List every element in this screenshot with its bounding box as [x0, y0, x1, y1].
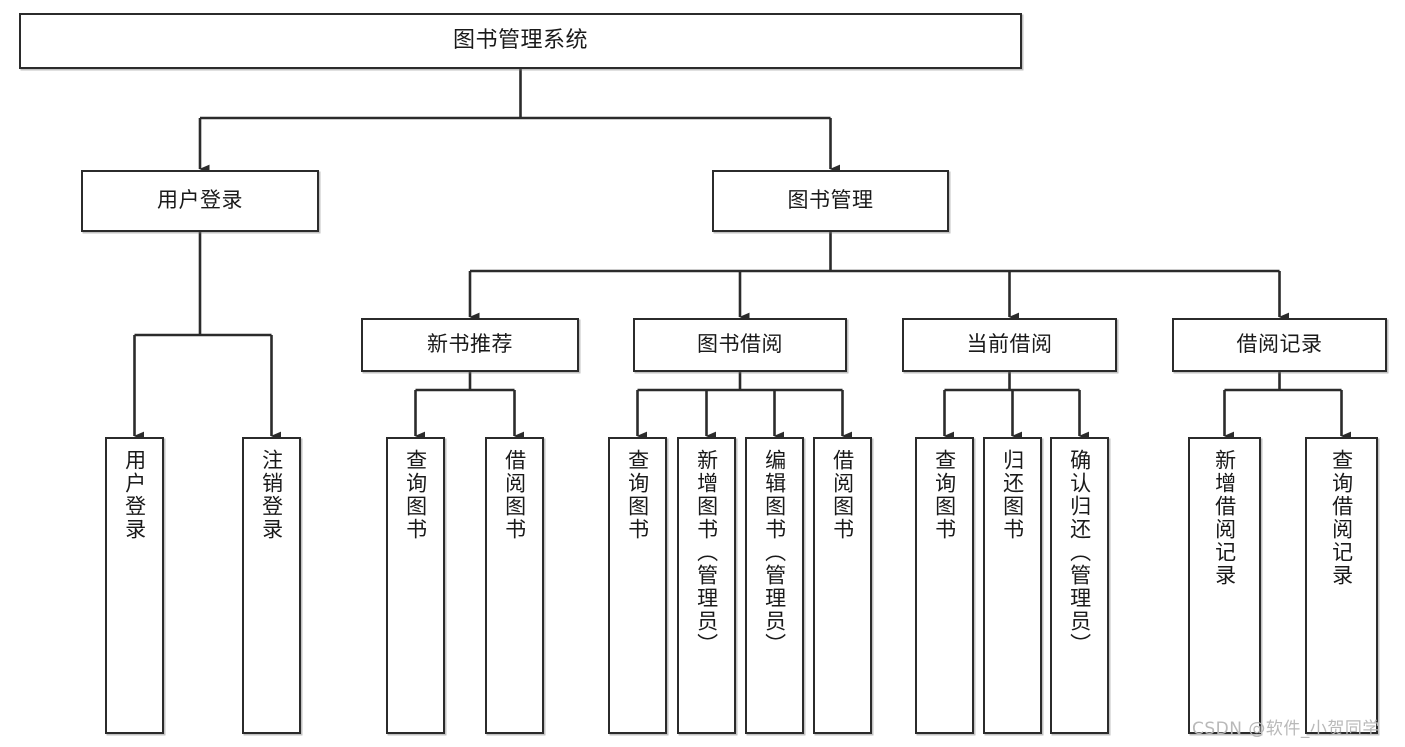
node-leaf-query-1[interactable]: 查询图书 [386, 437, 445, 734]
csdn-watermark: CSDN @软件_小贺同学 [1192, 719, 1380, 739]
node-label-leaf-add-book: 新增图书（管理员） [694, 449, 719, 656]
node-leaf-user-login[interactable]: 用户登录 [105, 437, 164, 734]
node-label-leaf-query-1: 查询图书 [403, 449, 428, 541]
node-leaf-query-2[interactable]: 查询图书 [608, 437, 667, 734]
node-label-leaf-query-3: 查询图书 [932, 449, 957, 541]
node-leaf-add-record[interactable]: 新增借阅记录 [1188, 437, 1261, 734]
node-leaf-borrow-2[interactable]: 借阅图书 [813, 437, 872, 734]
edge-group [133, 69, 1352, 441]
node-current-borrow[interactable]: 当前借阅 [902, 318, 1117, 372]
node-label-leaf-query-2: 查询图书 [625, 449, 650, 541]
node-leaf-edit-book[interactable]: 编辑图书（管理员） [745, 437, 804, 734]
node-book-borrow[interactable]: 图书借阅 [633, 318, 847, 372]
node-leaf-borrow-1[interactable]: 借阅图书 [485, 437, 544, 734]
node-root[interactable]: 图书管理系统 [19, 13, 1022, 69]
node-user-login[interactable]: 用户登录 [81, 170, 319, 232]
node-leaf-return[interactable]: 归还图书 [983, 437, 1042, 734]
node-borrow-record[interactable]: 借阅记录 [1172, 318, 1387, 372]
node-label-root: 图书管理系统 [452, 27, 588, 53]
node-label-book-manage: 图书管理 [787, 188, 874, 213]
node-leaf-query-3[interactable]: 查询图书 [915, 437, 974, 734]
node-label-leaf-confirm: 确认归还（管理员） [1067, 449, 1092, 656]
node-label-book-borrow: 图书借阅 [697, 332, 783, 357]
node-label-user-login: 用户登录 [157, 188, 243, 213]
node-book-manage[interactable]: 图书管理 [712, 170, 949, 232]
node-leaf-confirm[interactable]: 确认归还（管理员） [1050, 437, 1109, 734]
node-leaf-add-book[interactable]: 新增图书（管理员） [677, 437, 736, 734]
node-leaf-qry-record[interactable]: 查询借阅记录 [1305, 437, 1378, 734]
node-label-leaf-user-login: 用户登录 [122, 449, 147, 541]
node-label-new-book-rec: 新书推荐 [427, 332, 513, 357]
node-label-leaf-logout: 注销登录 [259, 449, 284, 541]
node-leaf-logout[interactable]: 注销登录 [242, 437, 301, 734]
node-label-leaf-borrow-1: 借阅图书 [502, 449, 527, 541]
node-label-leaf-add-record: 新增借阅记录 [1212, 449, 1237, 587]
node-label-leaf-edit-book: 编辑图书（管理员） [762, 449, 787, 656]
node-label-current-borrow: 当前借阅 [966, 332, 1053, 357]
node-label-leaf-return: 归还图书 [1000, 449, 1025, 541]
node-label-borrow-record: 借阅记录 [1236, 332, 1323, 357]
node-label-leaf-borrow-2: 借阅图书 [830, 449, 855, 541]
node-label-leaf-qry-record: 查询借阅记录 [1329, 449, 1354, 587]
node-new-book-rec[interactable]: 新书推荐 [361, 318, 579, 372]
